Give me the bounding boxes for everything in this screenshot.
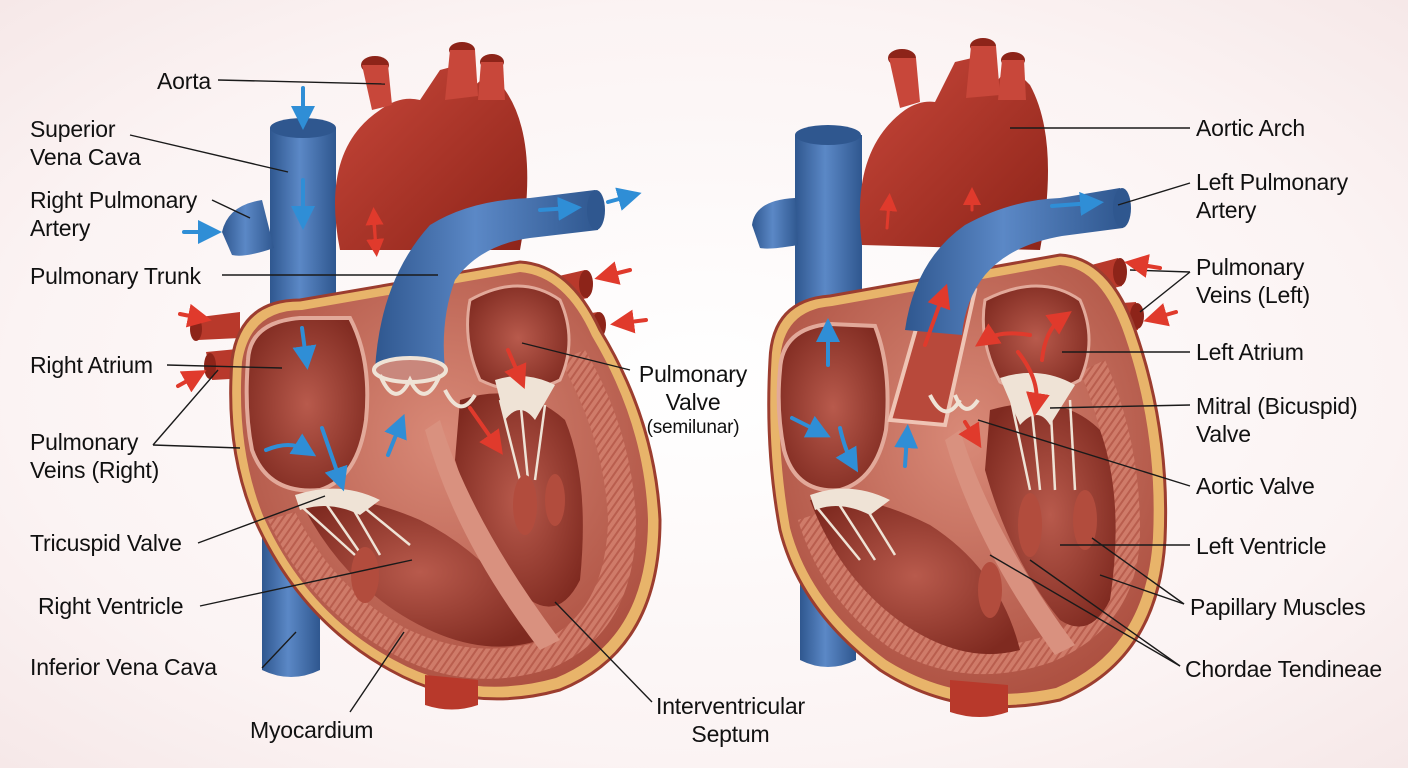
label-pulmonary-veins-left: Pulmonary Veins (Left) bbox=[1196, 254, 1310, 308]
right-heart bbox=[752, 38, 1191, 717]
left-rpa bbox=[222, 200, 274, 256]
left-right-ventricle bbox=[300, 497, 540, 647]
left-pulmonary-trunk bbox=[375, 190, 598, 370]
label-aortic-arch: Aortic Arch bbox=[1196, 115, 1306, 141]
left-aorta bbox=[335, 62, 528, 250]
left-flow-arrows bbox=[176, 86, 648, 492]
label-chordae-tendineae: Chordae Tendineae bbox=[1185, 656, 1382, 682]
label-right-pulmonary-artery: Right Pulmonary Artery bbox=[30, 187, 198, 241]
right-leader-lines bbox=[977, 127, 1191, 667]
label-left-ventricle: Left Ventricle bbox=[1196, 533, 1327, 559]
left-heart bbox=[129, 42, 662, 713]
left-right-atrium bbox=[244, 316, 370, 493]
label-tricuspid-valve: Tricuspid Valve bbox=[30, 530, 182, 556]
right-flow-arrows bbox=[790, 187, 1178, 473]
label-pulmonary-valve: Pulmonary Valve (semilunar) bbox=[638, 361, 748, 438]
label-pulmonary-trunk: Pulmonary Trunk bbox=[30, 263, 201, 289]
label-mitral-valve: Mitral (Bicuspid) Valve bbox=[1196, 393, 1358, 447]
label-pulmonary-veins-right: Pulmonary Veins (Right) bbox=[30, 429, 160, 483]
label-superior-vena-cava: Superior Vena Cava bbox=[30, 116, 141, 170]
label-left-atrium: Left Atrium bbox=[1196, 339, 1304, 365]
label-right-atrium: Right Atrium bbox=[30, 352, 153, 378]
label-aorta: Aorta bbox=[157, 68, 211, 94]
label-right-ventricle: Right Ventricle bbox=[38, 593, 184, 619]
label-aortic-valve: Aortic Valve bbox=[1196, 473, 1315, 499]
label-papillary-muscles: Papillary Muscles bbox=[1190, 594, 1366, 620]
label-myocardium: Myocardium bbox=[250, 717, 374, 743]
left-leader-lines bbox=[129, 79, 653, 713]
label-inferior-vena-cava: Inferior Vena Cava bbox=[30, 654, 217, 680]
right-aortic-arch bbox=[859, 55, 1048, 250]
label-interventricular-septum: Interventricular Septum bbox=[656, 693, 805, 747]
label-left-pulmonary-artery: Left Pulmonary Artery bbox=[1196, 169, 1348, 223]
